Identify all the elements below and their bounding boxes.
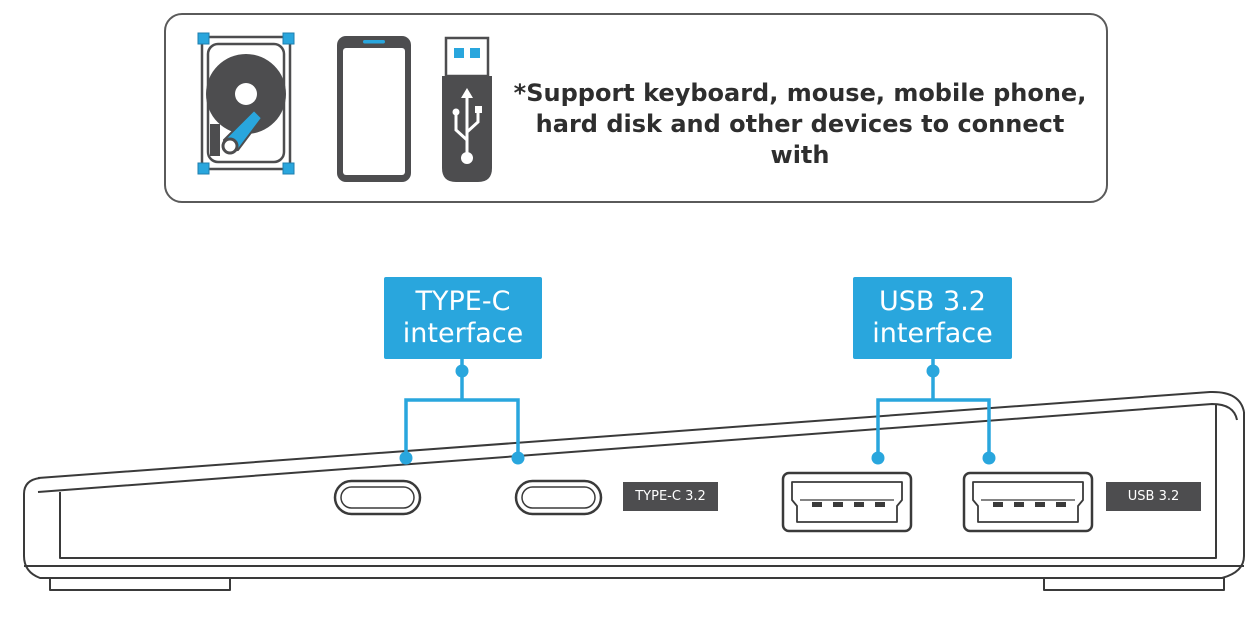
usb-flash-drive-icon (442, 36, 492, 182)
typec-interface-callout: TYPE-C interface (384, 277, 542, 359)
usb-callout-line-1: USB 3.2 (879, 286, 986, 317)
typec-port-label: TYPE-C 3.2 (623, 482, 718, 511)
mobile-phone-icon (337, 36, 411, 182)
typec-callout-line-2: interface (402, 318, 524, 349)
hub-right-foot (1043, 578, 1225, 591)
typec-port-2-marker (511, 451, 525, 465)
usb-callout-line-2: interface (872, 318, 993, 349)
support-note-line-1: *Support keyboard, mouse, mobile phone, (513, 79, 1087, 107)
typec-port-1-marker (399, 451, 413, 465)
usb-port-2-marker (982, 451, 996, 465)
hub-left-foot (49, 578, 231, 591)
hard-disk-icon (197, 32, 295, 175)
hub-outline (23, 412, 1245, 579)
hub-top-edge (37, 390, 1245, 479)
usb-port-1-marker (871, 451, 885, 465)
usb-a-port-2 (962, 471, 1094, 533)
usb-a-port-1 (781, 471, 913, 533)
typec-port-2 (514, 479, 603, 516)
supported-devices-panel (164, 13, 1108, 203)
hub-top-inner-edge (37, 403, 1238, 493)
usb-interface-callout: USB 3.2 interface (853, 277, 1012, 359)
support-note-line-2: hard disk and other devices to connect w… (535, 110, 1065, 169)
support-note: *Support keyboard, mouse, mobile phone, … (510, 78, 1090, 171)
typec-port-1 (333, 479, 422, 516)
hub-front-face (59, 404, 1217, 559)
typec-callout-line-1: TYPE-C (415, 286, 511, 317)
usb-port-label: USB 3.2 (1106, 482, 1201, 511)
